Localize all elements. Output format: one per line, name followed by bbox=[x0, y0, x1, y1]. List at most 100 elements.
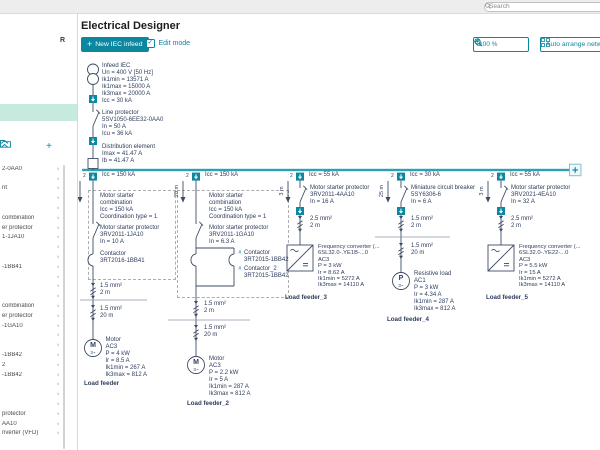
tree-item[interactable]: ∨ bbox=[0, 252, 77, 262]
node[interactable] bbox=[296, 207, 304, 215]
tree-item[interactable]: ∨ bbox=[0, 174, 77, 184]
infeed-transformer-icon[interactable] bbox=[87, 73, 99, 85]
tree-item[interactable]: ∨ bbox=[0, 203, 77, 213]
zoom-level[interactable]: 100 % bbox=[479, 41, 498, 48]
motor-starter-protector-icon[interactable] bbox=[195, 221, 204, 239]
chevron-down-icon[interactable]: ∨ bbox=[56, 205, 60, 211]
motor-icon[interactable] bbox=[84, 339, 102, 357]
node[interactable] bbox=[397, 207, 405, 215]
chevron-down-icon[interactable]: ∨ bbox=[56, 254, 60, 260]
tree-item[interactable]: ∨ bbox=[0, 291, 77, 301]
chevron-down-icon[interactable]: ∨ bbox=[56, 431, 60, 436]
chevron-down-icon[interactable]: ∨ bbox=[56, 382, 60, 387]
chevron-down-icon[interactable]: ∨ bbox=[56, 166, 60, 172]
node[interactable] bbox=[89, 137, 97, 145]
chevron-down-icon[interactable]: ∨ bbox=[56, 274, 60, 280]
tree-item[interactable]: -1GA10 ∨ bbox=[0, 321, 77, 331]
sidebar-scrollbar[interactable] bbox=[63, 165, 65, 449]
busbar-tap-node[interactable] bbox=[397, 172, 405, 181]
motor-starter-combination-box-2[interactable] bbox=[177, 190, 289, 298]
node[interactable] bbox=[89, 95, 97, 103]
add-device-icon[interactable]: + bbox=[46, 141, 52, 152]
frequency-converter-icon[interactable] bbox=[286, 244, 314, 272]
tree-item[interactable]: combination ∨ bbox=[0, 213, 77, 223]
cable-icon[interactable] bbox=[90, 220, 504, 338]
tree-item[interactable]: -1BB42 ∨ bbox=[0, 370, 77, 380]
tree-item[interactable]: er protector ∨ bbox=[0, 223, 77, 233]
chevron-down-icon[interactable]: ∨ bbox=[56, 362, 60, 368]
chevron-down-icon[interactable]: ∨ bbox=[56, 333, 60, 338]
motor-starter-protector-icon[interactable] bbox=[92, 221, 101, 239]
chevron-down-icon[interactable]: ∨ bbox=[56, 195, 60, 201]
contactor-icon[interactable] bbox=[228, 253, 235, 267]
contactor-icon[interactable] bbox=[190, 253, 197, 267]
new-iec-infeed-button[interactable]: + New IEC infeed bbox=[81, 37, 149, 52]
motor-starter-protector-icon[interactable] bbox=[500, 185, 509, 203]
tree-item[interactable]: ∨ bbox=[0, 193, 77, 203]
tree-item[interactable]: -1BB42 ∨ bbox=[0, 350, 77, 360]
busbar-tap-node[interactable] bbox=[192, 172, 200, 181]
add-folder-icon[interactable] bbox=[0, 140, 38, 153]
tree-item[interactable]: ∨ bbox=[0, 389, 77, 399]
search-input[interactable]: Search bbox=[484, 1, 600, 12]
chevron-down-icon[interactable]: ∨ bbox=[56, 372, 60, 378]
chevron-down-icon[interactable]: ∨ bbox=[56, 313, 60, 319]
feeder-name[interactable]: Load feeder bbox=[84, 380, 120, 387]
tree-item[interactable]: ∨ bbox=[0, 242, 77, 252]
tree-item[interactable]: ∨ bbox=[0, 272, 77, 282]
auto-arrange-button[interactable]: Auto arrange netw bbox=[540, 37, 600, 52]
chevron-down-icon[interactable]: ∨ bbox=[56, 303, 60, 309]
checkbox-checked-icon[interactable]: ✓ bbox=[146, 39, 155, 48]
chevron-down-icon[interactable]: ∨ bbox=[56, 215, 60, 221]
edit-mode-toggle[interactable]: ✓ Edit mode bbox=[146, 39, 190, 48]
feeder-name[interactable]: Load feeder_5 bbox=[486, 294, 528, 301]
chevron-down-icon[interactable]: ∨ bbox=[56, 176, 60, 182]
chevron-down-icon[interactable]: ∨ bbox=[56, 244, 60, 250]
sidebar-selected-row[interactable] bbox=[0, 104, 77, 121]
feeder-name[interactable]: Load feeder_4 bbox=[387, 316, 429, 323]
collapse-all-icon[interactable] bbox=[0, 139, 72, 153]
line-protector-switch-icon[interactable] bbox=[92, 109, 101, 127]
resistive-load-icon[interactable] bbox=[392, 272, 410, 290]
tree-item[interactable]: -1BB41 ∨ bbox=[0, 262, 77, 272]
feeder-name[interactable]: Load feeder_3 bbox=[285, 294, 327, 301]
tree-item[interactable]: nverter (VFD) ∨ bbox=[0, 429, 77, 439]
motor-icon[interactable] bbox=[187, 356, 205, 374]
tree-item[interactable]: ∨ bbox=[0, 331, 77, 341]
tree-item[interactable]: ∨ bbox=[0, 340, 77, 350]
chevron-down-icon[interactable]: ∨ bbox=[56, 264, 60, 270]
tree-item[interactable]: protector ∨ bbox=[0, 409, 77, 419]
chevron-down-icon[interactable]: ∨ bbox=[56, 186, 60, 191]
chevron-down-icon[interactable]: ∨ bbox=[56, 235, 60, 240]
chevron-down-icon[interactable]: ∨ bbox=[56, 225, 60, 231]
tree-item[interactable]: 2 ∨ bbox=[0, 360, 77, 370]
tree-item[interactable]: AA10 ∨ bbox=[0, 419, 77, 429]
frequency-converter-icon[interactable] bbox=[487, 244, 515, 272]
tree-item[interactable]: ∨ bbox=[0, 380, 77, 390]
tree-item[interactable]: nt ∨ bbox=[0, 184, 77, 194]
chevron-down-icon[interactable]: ∨ bbox=[56, 352, 60, 358]
chevron-down-icon[interactable]: ∨ bbox=[56, 293, 60, 299]
tree-item[interactable]: combination ∨ bbox=[0, 301, 77, 311]
chevron-down-icon[interactable]: ∨ bbox=[56, 391, 60, 397]
zoom-reset-icon[interactable] bbox=[474, 38, 483, 47]
chevron-down-icon[interactable]: ∨ bbox=[56, 284, 60, 289]
busbar-tap-node[interactable] bbox=[296, 172, 304, 181]
chevron-down-icon[interactable]: ∨ bbox=[56, 342, 60, 348]
busbar-tap-node[interactable] bbox=[497, 172, 505, 181]
chevron-down-icon[interactable]: ∨ bbox=[56, 411, 60, 417]
tree-item[interactable]: ∨ bbox=[0, 282, 77, 292]
tree-item[interactable]: ∨ bbox=[0, 399, 77, 409]
distribution-element-icon[interactable] bbox=[87, 158, 99, 169]
tree-item[interactable]: er protector ∨ bbox=[0, 311, 77, 321]
motor-starter-protector-icon[interactable] bbox=[299, 185, 308, 203]
busbar-tap-node[interactable] bbox=[89, 172, 97, 181]
feeder-name[interactable]: Load feeder_2 bbox=[187, 399, 229, 407]
tree-item[interactable]: 1-1JA10 ∨ bbox=[0, 233, 77, 243]
motor-starter-combination-box-1[interactable] bbox=[88, 190, 176, 280]
node[interactable] bbox=[497, 207, 505, 215]
chevron-down-icon[interactable]: ∨ bbox=[56, 401, 60, 407]
chevron-down-icon[interactable]: ∨ bbox=[56, 421, 60, 427]
chevron-down-icon[interactable]: ∨ bbox=[56, 323, 60, 329]
miniature-circuit-breaker-icon[interactable] bbox=[400, 185, 409, 203]
